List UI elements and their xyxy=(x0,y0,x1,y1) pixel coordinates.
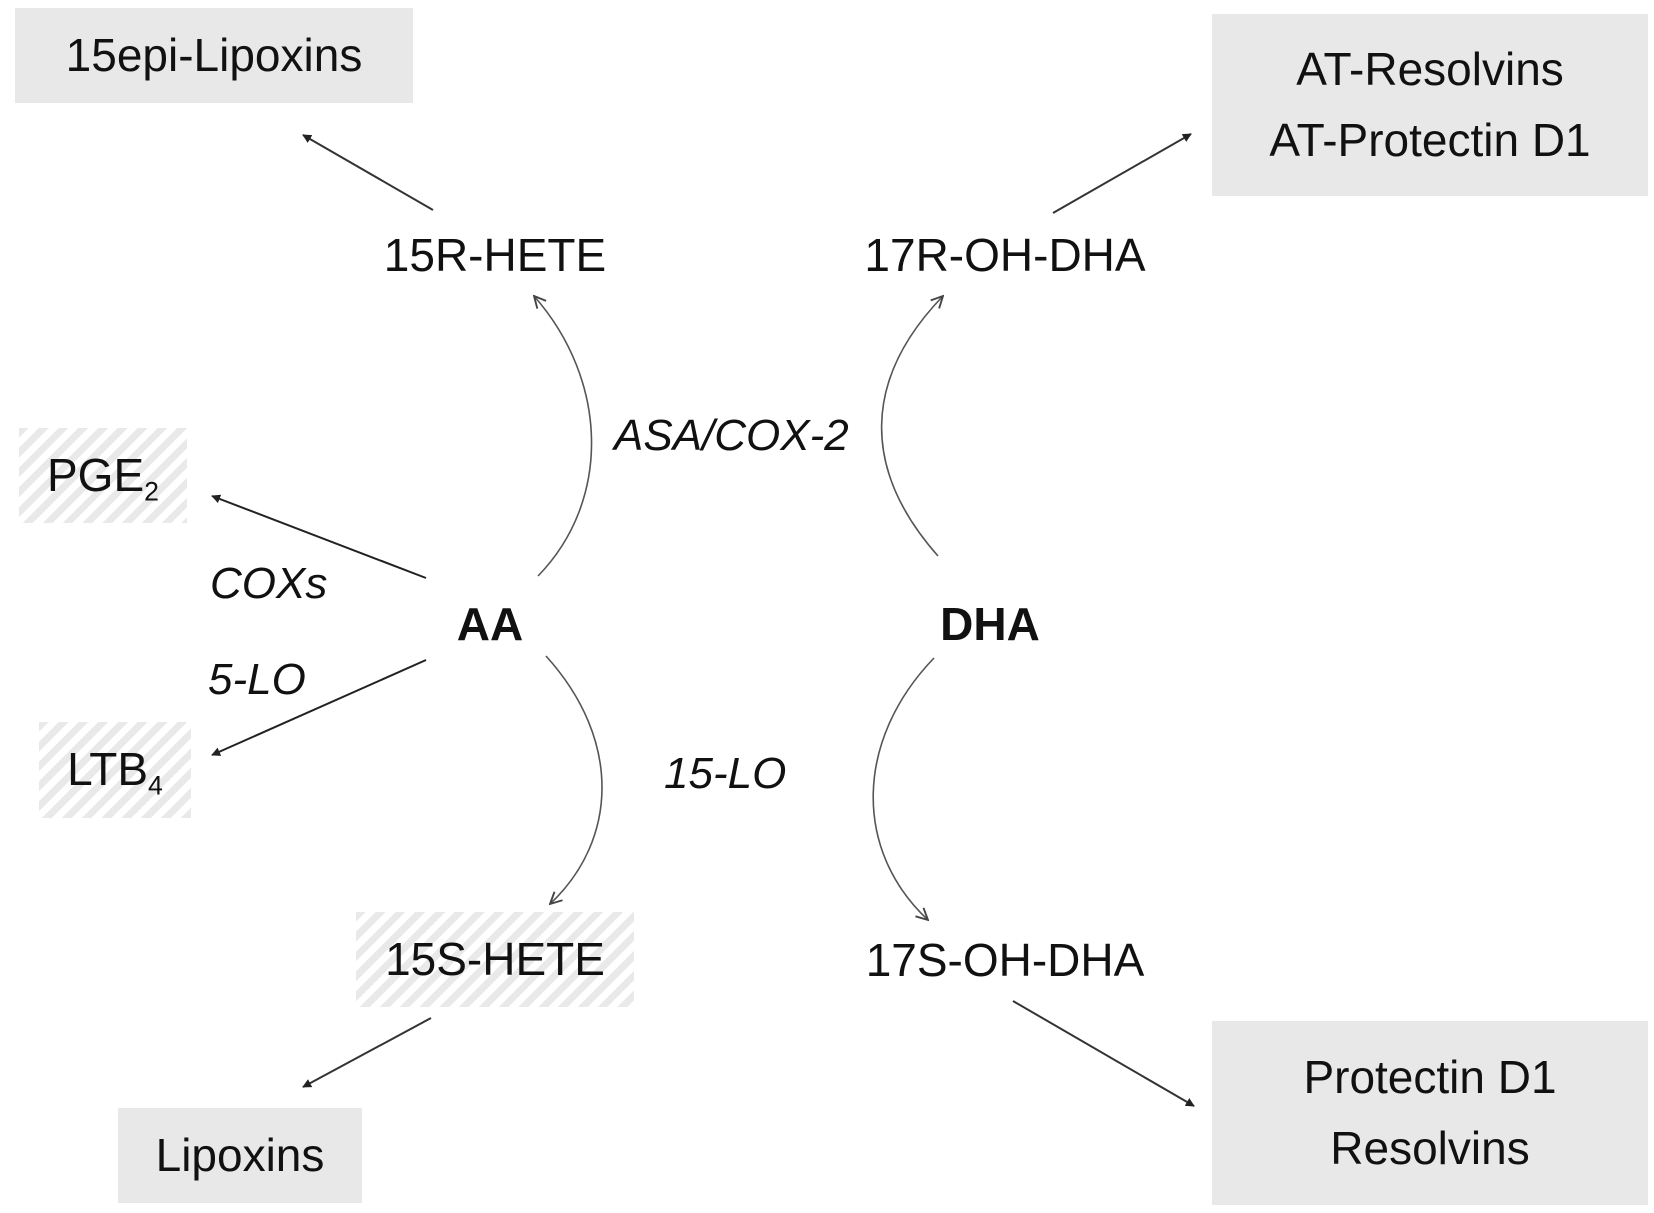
enzyme-5-lo: 5-LO xyxy=(208,655,306,704)
node-ltb4: LTB4 xyxy=(39,722,191,818)
curve-aa-to-15s-hete xyxy=(545,655,603,904)
label-at-protectin-d1: AT-Protectin D1 xyxy=(1269,114,1591,166)
node-lipoxins: Lipoxins xyxy=(118,1108,362,1203)
arrow-17r-oh-dha-to-at-resolvins xyxy=(1052,133,1192,214)
arrow-aa-to-ltb4 xyxy=(211,659,427,756)
label-15epi-lipoxins: 15epi-Lipoxins xyxy=(65,28,363,81)
enzyme-asa-cox2: ASA/COX-2 xyxy=(614,411,849,460)
label-15s-hete: 15S-HETE xyxy=(385,932,605,985)
enzyme-15-lo: 15-LO xyxy=(664,749,787,798)
node-aa: AA xyxy=(440,594,540,656)
label-aa: AA xyxy=(456,598,524,651)
label-at-resolvins: AT-Resolvins xyxy=(1296,42,1564,95)
node-15epi-lipoxins: 15epi-Lipoxins xyxy=(15,8,413,103)
label-ltb4: LTB4 xyxy=(67,743,163,801)
node-dha: DHA xyxy=(920,594,1060,656)
node-at-resolvins-at-protectin: AT-Resolvins AT-Protectin D1 xyxy=(1212,14,1648,196)
arrow-15r-hete-to-15epi-lipoxins xyxy=(302,134,434,211)
node-17s-oh-dha: 17S-OH-DHA xyxy=(840,930,1170,992)
label-pge2: PGE2 xyxy=(47,448,159,507)
label-17r-oh-dha: 17R-OH-DHA xyxy=(864,229,1146,282)
label-resolvins: Resolvins xyxy=(1330,1122,1530,1174)
label-lipoxins: Lipoxins xyxy=(155,1128,325,1181)
curve-dha-to-17r-oh-dha xyxy=(880,296,943,557)
label-protectin-d1: Protectin D1 xyxy=(1303,1050,1557,1103)
node-17r-oh-dha: 17R-OH-DHA xyxy=(840,225,1170,287)
label-17s-oh-dha: 17S-OH-DHA xyxy=(865,934,1145,987)
node-15s-hete: 15S-HETE xyxy=(356,912,634,1007)
arrow-15s-hete-to-lipoxins xyxy=(302,1017,432,1088)
curve-aa-to-15r-hete xyxy=(534,296,593,577)
node-protectin-d1-resolvins: Protectin D1 Resolvins xyxy=(1212,1021,1648,1205)
node-pge2: PGE2 xyxy=(19,428,187,523)
label-dha: DHA xyxy=(940,598,1040,651)
arrow-aa-to-pge2 xyxy=(211,494,427,579)
arrow-17s-oh-dha-to-protectin-d1 xyxy=(1012,1000,1195,1107)
node-15r-hete: 15R-HETE xyxy=(360,225,630,287)
enzyme-coxs: COXs xyxy=(210,559,328,608)
label-15r-hete: 15R-HETE xyxy=(383,229,607,282)
curve-dha-to-17s-oh-dha xyxy=(872,657,935,920)
